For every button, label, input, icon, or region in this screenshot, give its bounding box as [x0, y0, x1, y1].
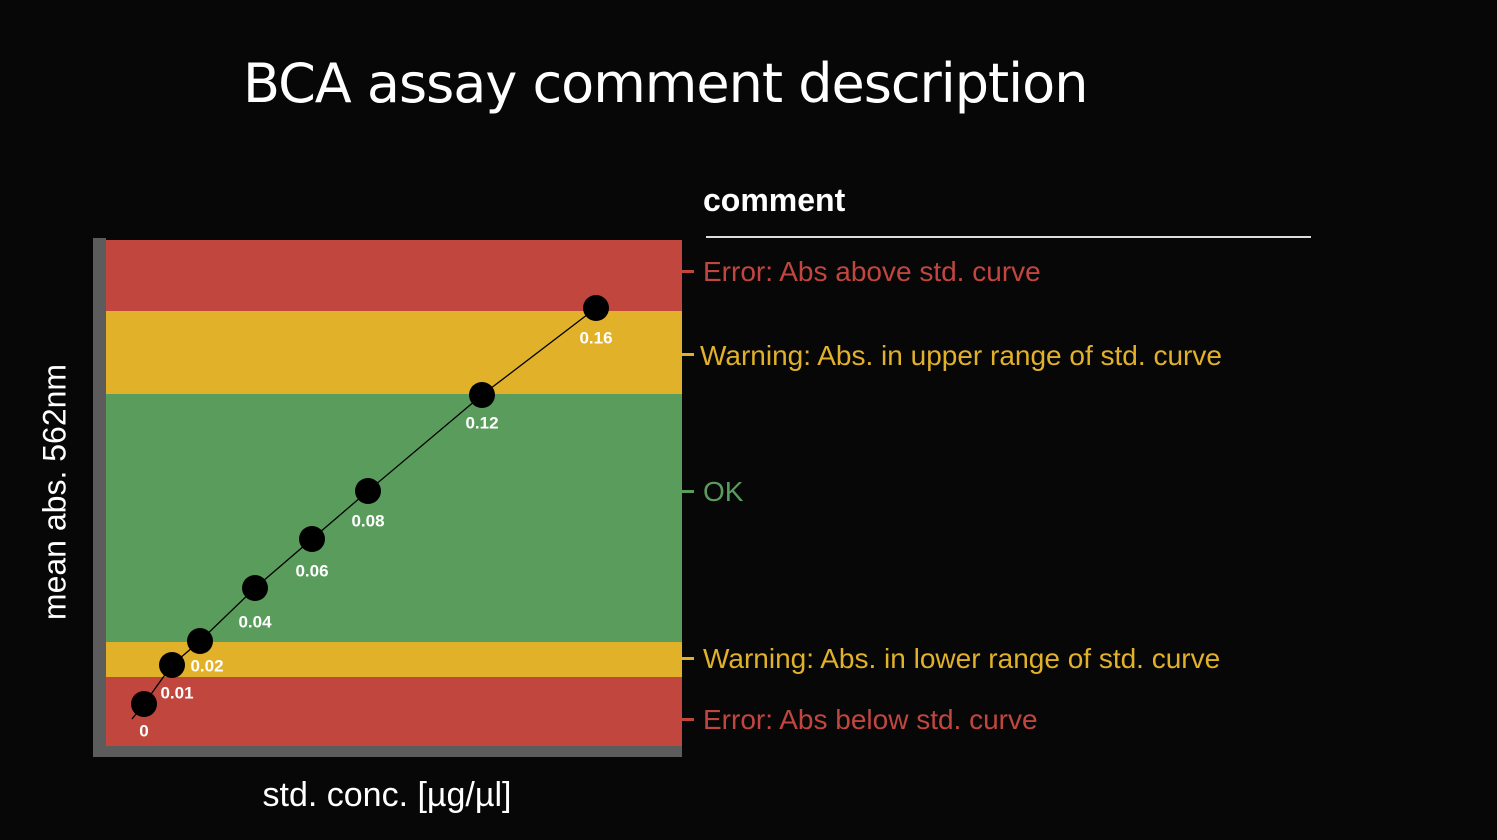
standard-label: 0.06	[295, 561, 328, 580]
y-axis	[93, 238, 106, 757]
standard-label: 0.01	[160, 683, 193, 702]
tick-warning-high	[682, 353, 694, 356]
standard-point	[159, 652, 185, 678]
x-axis-label: std. conc. [µg/µl]	[262, 776, 512, 814]
comment-ok: OK	[703, 476, 744, 507]
comment-error-high: Error: Abs above std. curve	[703, 256, 1041, 287]
tick-error-low	[682, 718, 694, 721]
standard-label: 0	[139, 721, 148, 740]
standard-label: 0.16	[579, 328, 612, 347]
comment-warning-high: Warning: Abs. in upper range of std. cur…	[700, 340, 1222, 371]
band-warning-high	[106, 311, 682, 394]
standard-point	[299, 526, 325, 552]
standard-point	[242, 575, 268, 601]
standard-point	[469, 382, 495, 408]
band-error-high	[106, 240, 682, 311]
x-axis	[93, 746, 682, 757]
comment-header: comment	[703, 182, 846, 218]
standard-point	[131, 691, 157, 717]
slide-title: BCA assay comment description	[243, 52, 1088, 115]
standard-point	[187, 628, 213, 654]
tick-warning-low	[682, 657, 694, 660]
standard-label: 0.08	[351, 511, 384, 530]
standard-label: 0.04	[238, 612, 272, 631]
standard-label: 0.12	[465, 413, 498, 432]
comment-error-low: Error: Abs below std. curve	[703, 704, 1038, 735]
comment-warning-low: Warning: Abs. in lower range of std. cur…	[703, 643, 1221, 674]
standard-point	[583, 295, 609, 321]
band-ok	[106, 394, 682, 642]
tick-error-high	[682, 270, 694, 273]
comment-divider	[706, 236, 1311, 238]
standard-label: 0.02	[190, 656, 223, 675]
standard-point	[355, 478, 381, 504]
band-error-low	[106, 677, 682, 746]
tick-ok	[682, 490, 694, 493]
